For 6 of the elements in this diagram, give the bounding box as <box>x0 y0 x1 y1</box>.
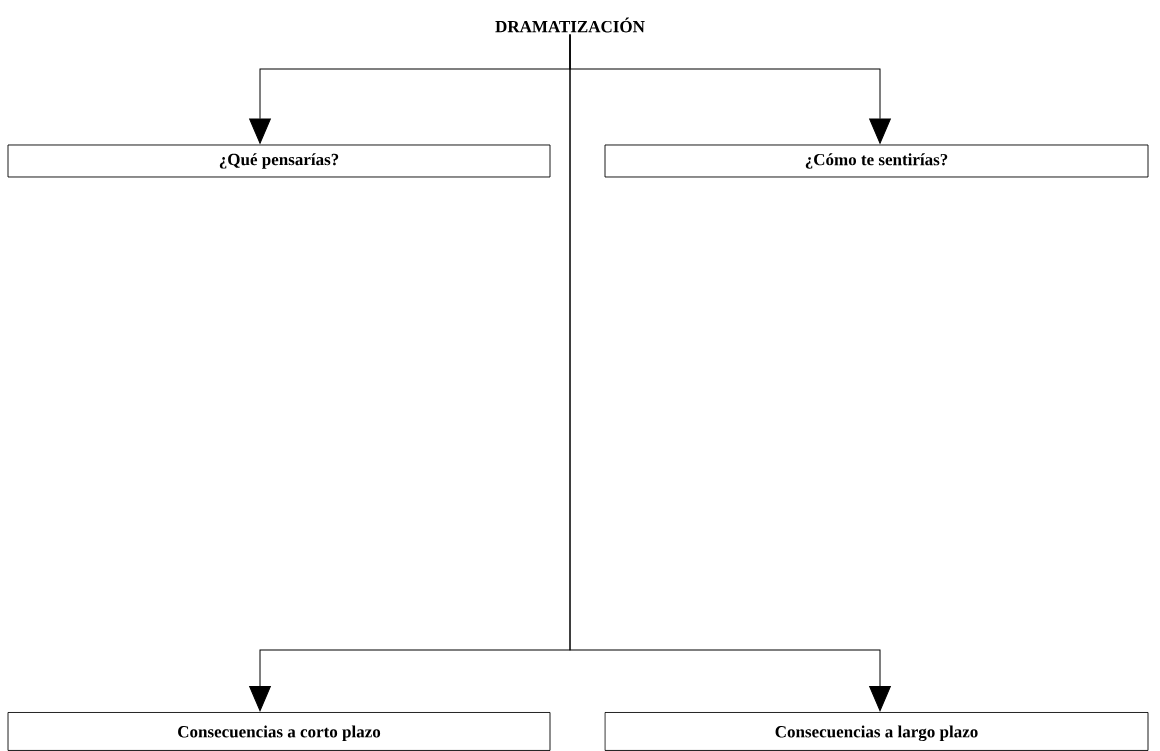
label-box: Consecuencias a largo plazo <box>604 712 1149 751</box>
label-box: ¿Qué pensarías? <box>7 144 551 178</box>
title-text: DRAMATIZACIÓN <box>495 17 645 33</box>
arrow <box>569 34 891 712</box>
label-box: Consecuencias a corto plazo <box>7 712 551 751</box>
label-box: ¿Cómo te sentirías? <box>604 144 1149 178</box>
